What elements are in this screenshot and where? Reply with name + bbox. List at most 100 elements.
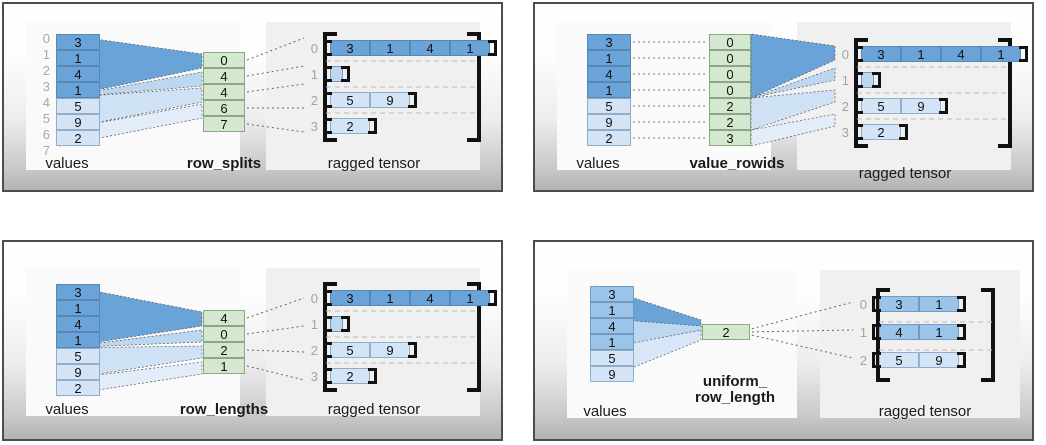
value-index: 5 [42, 110, 50, 126]
partition-cell: 2 [702, 324, 750, 340]
row-bracket: 5 9 [872, 352, 966, 368]
value-cell: 1 [56, 82, 100, 98]
value-cell: 4 [590, 318, 634, 334]
tensor-cell: 3 [879, 296, 919, 312]
value-cell: 9 [587, 114, 631, 130]
tensor-label: ragged tensor [858, 165, 952, 182]
value-index: 3 [42, 78, 50, 94]
tensor-row: 0 3 1 4 1 [304, 38, 497, 58]
partition-cell: 0 [709, 34, 751, 50]
value-cell: 3 [590, 286, 634, 302]
tensor-row-index: 3 [310, 368, 318, 384]
tensor-row: 3 2 [304, 116, 377, 136]
row-bracket: 3 1 4 1 [854, 46, 1028, 62]
row-bracket: 2 [323, 118, 377, 134]
value-cell: 5 [56, 348, 100, 364]
values-column: 3 1 4 1 5 9 2 [56, 284, 100, 396]
tensor-cell: 4 [410, 290, 450, 306]
partition-label: uniform_ row_length [694, 373, 775, 406]
panel-row-lengths: 3 1 4 1 5 9 2 4 0 2 1 values row_lengths… [2, 240, 503, 441]
tensor-cell: 5 [330, 92, 370, 108]
tensor-label: ragged tensor [327, 401, 421, 418]
tensor-row-index: 0 [859, 296, 867, 312]
row-bracket: 2 [854, 124, 908, 140]
value-cell: 1 [590, 302, 634, 318]
value-cell: 1 [56, 300, 100, 316]
row-bracket: 2 [323, 368, 377, 384]
values-label: values [583, 403, 627, 420]
tensor-cell: 4 [410, 40, 450, 56]
tensor-label: ragged tensor [327, 155, 421, 172]
partition-column: 4 0 2 1 [203, 310, 245, 374]
tensor-row: 1 [304, 64, 350, 84]
values-column: 3 1 4 1 5 9 [590, 286, 634, 382]
tensor-subpanel [820, 270, 1020, 418]
partition-cell: 4 [203, 68, 245, 84]
row-bracket: 3 1 4 1 [323, 290, 497, 306]
tensor-cell: 1 [919, 324, 959, 340]
tensor-cell: 5 [330, 342, 370, 358]
tensor-cell: 2 [861, 124, 901, 140]
tensor-cell: 9 [919, 352, 959, 368]
value-index: 1 [42, 46, 50, 62]
partition-cell: 0 [709, 66, 751, 82]
row-bracket: 4 1 [872, 324, 966, 340]
partition-cell: 0 [203, 52, 245, 68]
tensor-cell: 5 [861, 98, 901, 114]
tensor-row: 0 3 1 4 1 [835, 44, 1028, 64]
row-bracket [854, 72, 881, 88]
row-bracket [323, 316, 350, 332]
tensor-row-index: 3 [310, 118, 318, 134]
tensor-cell: 4 [879, 324, 919, 340]
partition-cell: 0 [203, 326, 245, 342]
tensor-row: 1 4 1 [853, 322, 966, 342]
value-index: 4 [42, 94, 50, 110]
tensor-cell: 1 [450, 40, 490, 56]
partition-cell: 7 [203, 116, 245, 132]
tensor-cell: 9 [370, 92, 410, 108]
tensor-cell: 1 [370, 40, 410, 56]
value-cell: 1 [590, 334, 634, 350]
tensor-row-index: 2 [310, 92, 318, 108]
value-cell: 1 [587, 82, 631, 98]
row-bracket: 5 9 [323, 92, 417, 108]
value-index: 6 [42, 126, 50, 142]
tensor-row: 3 2 [304, 366, 377, 386]
value-index: 0 [42, 30, 50, 46]
tensor-cell: 3 [330, 40, 370, 56]
partition-column: 0 0 0 0 2 2 3 [709, 34, 751, 146]
partition-cell: 0 [709, 50, 751, 66]
tensor-cell-empty [330, 316, 343, 332]
tensor-row: 2 5 9 [304, 340, 417, 360]
value-cell: 2 [587, 130, 631, 146]
tensor-cell: 3 [330, 290, 370, 306]
value-cell: 1 [56, 332, 100, 348]
value-index: 2 [42, 62, 50, 78]
values-label: values [45, 155, 89, 172]
row-bracket: 3 1 4 1 [323, 40, 497, 56]
partition-cell: 2 [709, 114, 751, 130]
values-label: values [45, 401, 89, 418]
tensor-cell: 1 [370, 290, 410, 306]
row-bracket: 3 1 [872, 296, 966, 312]
value-cell: 4 [587, 66, 631, 82]
tensor-row: 0 3 1 [853, 294, 966, 314]
panel-row-splits: 0 1 2 3 4 5 6 7 3 1 4 1 5 9 2 0 4 4 6 7 … [2, 2, 503, 192]
tensor-row-index: 1 [310, 316, 318, 332]
partition-cell: 4 [203, 84, 245, 100]
values-index-column: 0 1 2 3 4 5 6 7 [36, 30, 50, 158]
partition-cell: 1 [203, 358, 245, 374]
tensor-row-index: 2 [310, 342, 318, 358]
tensor-row-index: 1 [841, 72, 849, 88]
tensor-label: ragged tensor [878, 403, 972, 420]
row-bracket [323, 66, 350, 82]
row-bracket: 5 9 [323, 342, 417, 358]
tensor-cell: 2 [330, 118, 370, 134]
panel-uniform-row-length: 3 1 4 1 5 9 2 values uniform_ row_length… [533, 240, 1034, 441]
partition-cell: 0 [709, 82, 751, 98]
tensor-cell: 3 [861, 46, 901, 62]
tensor-cell: 9 [370, 342, 410, 358]
tensor-cell: 1 [901, 46, 941, 62]
tensor-row: 3 2 [835, 122, 908, 142]
values-label: values [576, 155, 620, 172]
